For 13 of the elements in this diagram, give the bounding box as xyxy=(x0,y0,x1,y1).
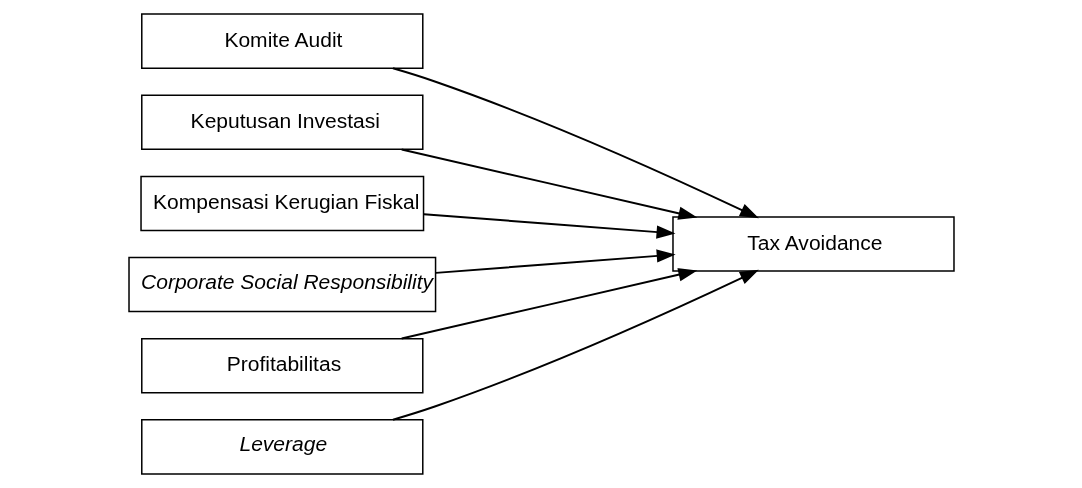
node-box: Corporate Social Responsibility xyxy=(127,256,436,313)
node-box: Leverage xyxy=(140,419,424,475)
arrow xyxy=(391,269,759,421)
node-box: Komite Audit xyxy=(140,13,424,69)
node-box: Profitabilitas xyxy=(140,337,424,394)
arrow xyxy=(434,249,676,274)
arrow xyxy=(422,213,675,239)
node-box: Kompensasi Kerugian Fiskal xyxy=(139,175,424,232)
node-box: Tax Avoidance xyxy=(671,216,955,272)
arrow xyxy=(400,148,697,220)
arrow xyxy=(391,67,759,219)
node-box: Keputusan Investasi xyxy=(140,94,424,151)
arrow xyxy=(400,268,697,340)
